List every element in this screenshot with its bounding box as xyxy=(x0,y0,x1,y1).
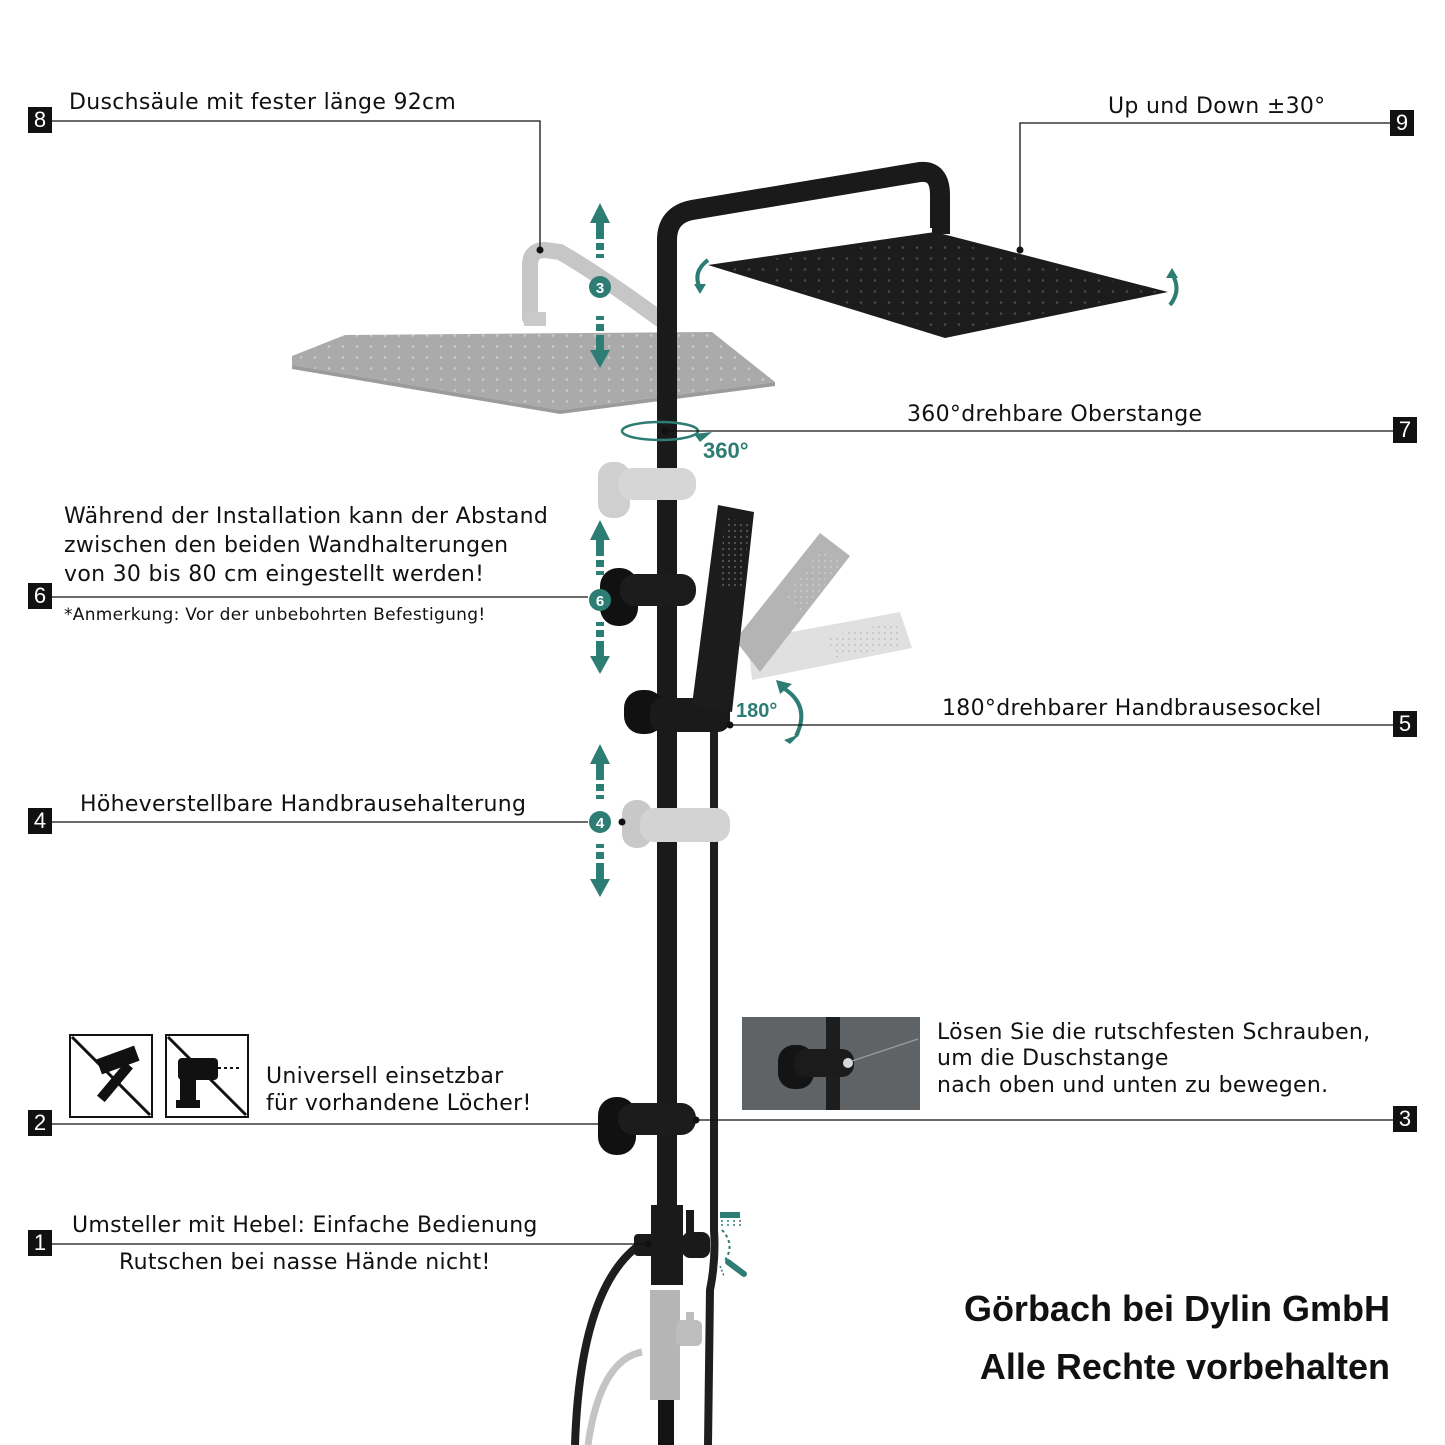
no-hammer-icon xyxy=(69,1034,153,1118)
hand-shower-icon xyxy=(719,1259,747,1277)
callout-7-text: 360°drehbare Oberstange xyxy=(907,402,1203,427)
badge-1: 1 xyxy=(28,1230,52,1256)
marker-label-6: 6 xyxy=(596,593,604,610)
height-arrows-6 xyxy=(590,520,610,674)
callout-2-line2: für vorhandene Löcher! xyxy=(266,1091,532,1116)
no-drill-icon xyxy=(165,1034,249,1118)
badge-7: 7 xyxy=(1393,417,1417,443)
callout-8-text: Duschsäule mit fester länge 92cm xyxy=(69,90,457,115)
shower-column xyxy=(571,161,950,1445)
rain-shower-head xyxy=(708,232,1168,338)
callout-4-text: Höheverstellbare Handbrausehalterung xyxy=(80,792,527,817)
tilt-arrow-right-icon xyxy=(1166,268,1179,307)
ghost-handshower-holder xyxy=(622,800,730,848)
callout-6-line3: von 30 bis 80 cm eingestellt werden! xyxy=(64,562,485,587)
screw-detail-photo xyxy=(742,1017,920,1110)
tilt-arrow-left-icon xyxy=(694,258,710,294)
hand-shower-ghost-far xyxy=(748,612,912,680)
callout-2-line1: Universell einsetzbar xyxy=(266,1064,504,1089)
marker-label-3: 3 xyxy=(596,280,604,297)
badge-6: 6 xyxy=(28,583,52,609)
callout-1-line1: Umsteller mit Hebel: Einfache Bedienung xyxy=(72,1213,538,1238)
hand-shower-ghost-mid xyxy=(735,533,850,672)
callout-9-text: Up und Down ±30° xyxy=(1108,94,1326,119)
diverter-arc-icon xyxy=(721,1229,731,1263)
wall-bracket-upper xyxy=(600,568,696,626)
callout-6-line1: Während der Installation kann der Abstan… xyxy=(64,504,549,529)
callout-3-line2: um die Duschstange xyxy=(937,1046,1169,1071)
leader-dots xyxy=(536,246,1024,1248)
callout-6-line2: zwischen den beiden Wandhalterungen xyxy=(64,533,509,558)
badge-5: 5 xyxy=(1393,711,1417,737)
rotate-180-icon xyxy=(776,680,804,744)
hand-shower xyxy=(692,505,754,712)
brand-line1: Görbach bei Dylin GmbH xyxy=(963,1288,1390,1329)
marker-circle-6 xyxy=(589,589,611,611)
marker-circle-3 xyxy=(589,276,611,298)
marker-label-4: 4 xyxy=(596,815,605,832)
ghost-wall-bracket-upper xyxy=(598,462,696,518)
badge-4: 4 xyxy=(28,808,52,834)
callout-3-line3: nach oben und unten zu bewegen. xyxy=(937,1073,1329,1098)
callout-5-text: 180°drehbarer Handbrausesockel xyxy=(942,696,1322,721)
marker-circle-4 xyxy=(589,811,611,833)
callout-1-line2: Rutschen bei nasse Hände nicht! xyxy=(119,1250,491,1275)
angle-180-label: 180° xyxy=(736,700,778,722)
angle-360-label: 360° xyxy=(703,438,749,463)
badge-9: 9 xyxy=(1390,110,1414,136)
wall-bracket-lower xyxy=(598,1097,696,1155)
badge-2: 2 xyxy=(28,1110,52,1136)
brand-line2: Alle Rechte vorbehalten xyxy=(979,1346,1390,1387)
height-arrows-4 xyxy=(590,744,610,897)
ghost-shower-head xyxy=(292,241,775,414)
badge-8: 8 xyxy=(28,107,52,133)
callout-3-line1: Lösen Sie die rutschfesten Schrauben, xyxy=(937,1020,1371,1045)
callout-6-note: *Anmerkung: Vor der unbebohrten Befestig… xyxy=(64,605,486,625)
leader-lines xyxy=(52,120,1393,1245)
badge-3: 3 xyxy=(1393,1106,1417,1132)
rain-shower-icon xyxy=(720,1212,741,1226)
height-arrows-3 xyxy=(590,203,610,368)
